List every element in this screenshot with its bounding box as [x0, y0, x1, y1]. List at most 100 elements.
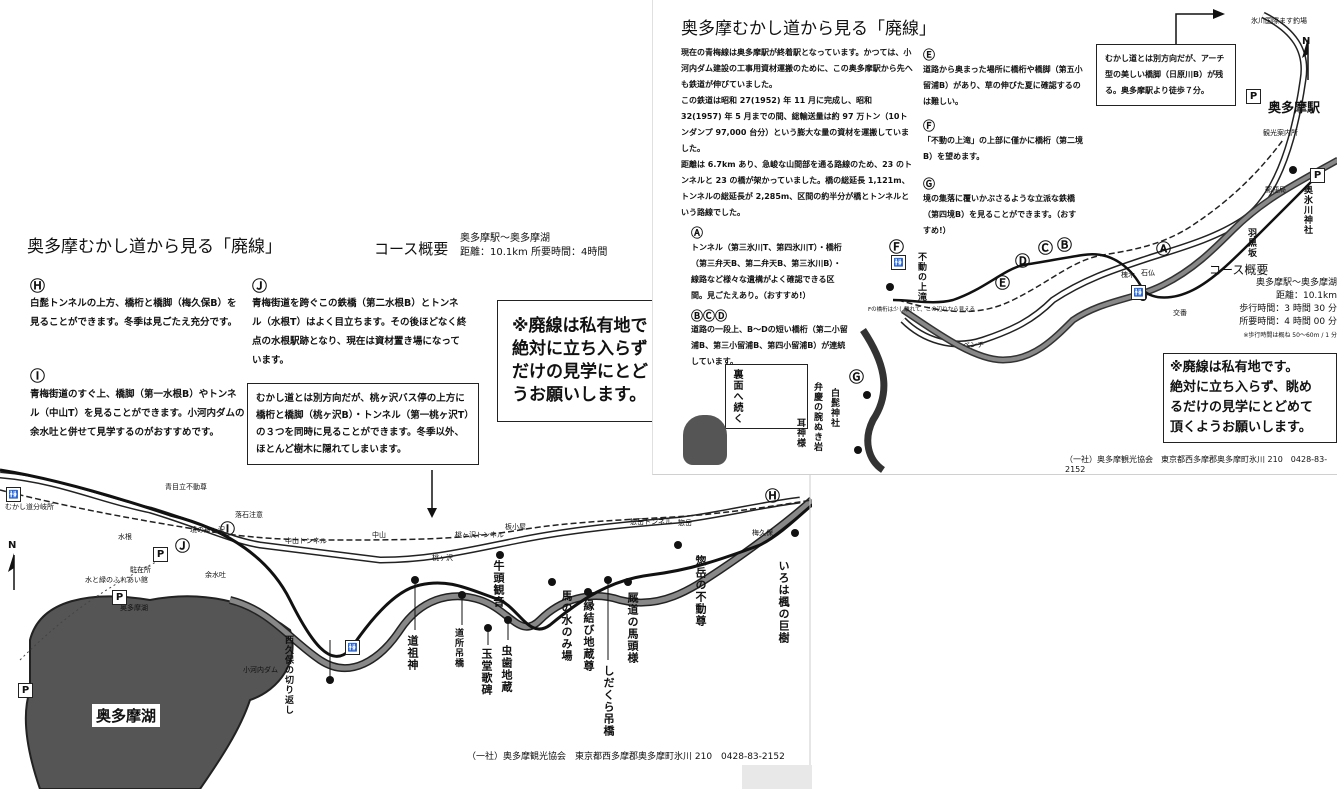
- spot-mushiba-jizo: 虫歯地蔵: [500, 645, 513, 693]
- right-total-time: 所要時間：4 時間 00 分: [1239, 317, 1337, 327]
- right-intro-1: 現在の青梅線は奥多摩駅が終着駅となっています。かつては、小河内ダム建設の工事用資…: [681, 48, 913, 89]
- label-chuzaisho: 駐在所: [130, 566, 151, 574]
- right-warning-line-2: 絶対に立ち入らず、眺め: [1170, 380, 1312, 395]
- spot-umaya-bato: 厩道の馬頭様: [626, 592, 639, 664]
- label-yosuibaki: 余水吐: [205, 571, 226, 579]
- lake-shape: [24, 595, 294, 789]
- marker-d: Ⓓ: [1015, 252, 1031, 270]
- marker-g: Ⓖ: [849, 368, 865, 386]
- marker-f: Ⓕ: [889, 238, 905, 256]
- shrine-label: 奥氷川神社: [1302, 185, 1312, 235]
- north-label: N: [8, 540, 17, 551]
- spot-soudake-fudo: 惣岳の不動尊: [694, 555, 707, 627]
- right-warning-line-1: ※廃線は私有地です。: [1170, 360, 1299, 375]
- spot-iroha-kaede: いろは楓の巨樹: [777, 560, 790, 644]
- left-title: 奥多摩むかし道から見る「廃線」: [27, 237, 282, 257]
- right-route: 奥多摩駅～奥多摩湖: [1255, 278, 1337, 288]
- spot-benkei-rock: 弁慶の腕ぬき岩: [812, 382, 822, 452]
- label-aome-fudo: 青目立不動尊: [165, 483, 207, 491]
- right-g-head: Ⓖ: [923, 177, 936, 191]
- marker-j: Ⓙ: [175, 537, 191, 555]
- right-intro-3: 距離は 6.7km あり、急峻な山間部を通る路線のため、23 のトンネルと 23…: [681, 160, 912, 217]
- right-bcd-head: ⒷⒸⒹ: [691, 309, 728, 323]
- left-course-info: 奥多摩駅～奥多摩湖 距離：10.1km 所要時間：4時間: [460, 232, 607, 260]
- right-map-panel: 奥多摩むかし道から見る「廃線」 現在の青梅線は奥多摩駅が終着駅となっています。か…: [652, 0, 1337, 475]
- left-h-text: 白髭トンネルの上方、橋桁と橋脚（梅久保B）を見ることができます。冬季は見ごたえ充…: [30, 298, 238, 328]
- left-course-label: コース概要: [374, 240, 449, 258]
- right-a-head: Ⓐ: [691, 226, 704, 240]
- left-j-head: Ⓙ: [252, 277, 268, 295]
- right-walk-time: 歩行時間：3 時間 30 分: [1239, 304, 1337, 314]
- spot-gyokudo-stone: 玉堂歌碑: [480, 648, 493, 696]
- left-warning-line-2: 絶対に立ち入らず: [512, 339, 648, 359]
- label-enjuki: 槐木: [1121, 271, 1135, 279]
- label-fureai-kan: 水と緑のふれあい館: [85, 576, 148, 584]
- left-j-text: 青梅街道を跨ぐこの鉄橋（第二水根B）とトンネル（水根T）はよく目立ちます。その後…: [252, 298, 467, 366]
- spot-dosojin: 道祖神: [406, 635, 419, 671]
- right-map-drawing: [854, 9, 1337, 473]
- mukashi-michi-trail: [0, 468, 812, 658]
- label-ogouchi-dam: 小河内ダム: [243, 666, 278, 674]
- right-intro: 現在の青梅線は奥多摩駅が終着駅となっています。かつては、小河内ダム建設の工事用資…: [681, 45, 913, 221]
- label-rakuseki: 落石注意: [235, 511, 263, 519]
- parking-icon: P: [153, 547, 168, 562]
- ura-text: 裏面へ続く: [731, 369, 742, 424]
- toilet-icon: 🚻: [6, 487, 21, 502]
- right-g-text: 境の集落に覆いかぶさるような立派な鉄橋（第四境B）を見ることができます。（おすす…: [923, 194, 1077, 235]
- right-f-head: Ⓕ: [923, 119, 936, 133]
- left-info-box: むかし道とは別方向だが、桃ヶ沢バス停の上方に橋桁と橋脚（桃ヶ沢B）・トンネル（第…: [247, 383, 479, 465]
- toilet-icon: 🚻: [891, 255, 906, 270]
- label-mizune: 水根: [118, 533, 132, 541]
- left-i-text: 青梅街道のすぐ上、橋脚（第一水根B）やトンネル（中山T）を見ることができます。小…: [30, 389, 245, 438]
- label-mukashimichi-junction: むかし道分岐所: [5, 503, 54, 511]
- left-h-head: Ⓗ: [30, 277, 46, 295]
- label-soudake-tunnel: 惣岳トンネル: [630, 518, 672, 526]
- right-info-box: むかし道とは別方向だが、アーチ型の美しい橋脚（日原川B）が残る。奥多摩駅より徒歩…: [1096, 44, 1236, 106]
- parking-icon: P: [1246, 89, 1261, 104]
- right-warning-box: ※廃線は私有地です。 絶対に立ち入らず、眺め るだけの見学にとどめて 頂くようお…: [1163, 353, 1337, 443]
- left-warning-line-1: ※廃線は私有地で: [512, 316, 648, 336]
- label-fishing: 氷川国際ます釣場: [1251, 17, 1307, 25]
- left-route: 奥多摩駅～奥多摩湖: [460, 233, 550, 244]
- label-sekibutsu: 石仏: [1141, 269, 1155, 277]
- right-intro-2: この鉄道は昭和 27(1952) 年 11 月に完成し、昭和 32(1957) …: [681, 96, 909, 153]
- left-footer: （一社）奥多摩観光協会 東京都西多摩郡奥多摩町氷川 210 0428-83-21…: [467, 752, 785, 762]
- fudo-note: Fの橋桁は少し離れて、この辺りから見える: [868, 307, 976, 313]
- right-warning-line-4: 頂くようお願いします。: [1170, 420, 1312, 435]
- left-distance: 距離：10.1km 所要時間：4時間: [460, 247, 608, 258]
- right-course-label: コース概要: [1209, 263, 1269, 277]
- toilet-icon: 🚻: [345, 640, 360, 655]
- left-map-drawing: [0, 0, 812, 789]
- marker-c: Ⓒ: [1038, 239, 1054, 257]
- label-nakayama-tunnel: 中山トンネル: [285, 537, 327, 545]
- left-warning-line-3: だけの見学にとど: [512, 362, 648, 382]
- marker-h: Ⓗ: [765, 487, 781, 505]
- right-e-text: 道路から奥まった場所に橋桁や橋脚（第五小留浦B）があり、草の伸びた夏に確認するの…: [923, 65, 1083, 106]
- haguro-label: 羽黒坂: [1246, 228, 1256, 258]
- right-footer: （一社）奥多摩観光協会 東京都西多摩郡奥多摩町氷川 210 0428-83-21…: [1065, 455, 1328, 474]
- spot-fudo-kamitaki: 不動の上滝: [916, 252, 926, 302]
- label-umekubo: 梅久保: [752, 529, 773, 537]
- station-label: 奥多摩駅: [1268, 101, 1321, 116]
- lake-label: 奥多摩湖: [92, 704, 161, 727]
- spot-shirahige-shrine: 白髭神社: [829, 388, 839, 428]
- label-momogasawa-tunnel: 桃ヶ沢トンネル: [455, 531, 504, 539]
- right-a-text: トンネル（第三氷川T、第四氷川T）・橋桁（第三弁天B、第二弁天B、第三氷川B）・…: [691, 243, 842, 300]
- label-okutama-lake-small: 奥多摩湖: [120, 604, 148, 612]
- label-nakayama: 中山: [372, 531, 386, 539]
- left-warning-line-4: うお願いします。: [512, 385, 647, 405]
- right-e-head: Ⓔ: [923, 48, 936, 62]
- spot-shidakura-bridge: しだくら吊橋: [602, 665, 615, 737]
- spot-uma-mizu: 馬の水のみ場: [560, 590, 573, 662]
- label-sakai-funagasawa: 境の舟ヶ沢: [190, 526, 225, 534]
- right-bcd-text: 道路の一段上、B～Dの短い橋桁（第二小留浦B、第三小留浦B、第四小留浦B）が連続…: [691, 325, 848, 366]
- spot-mimigami: 耳神様: [795, 418, 805, 448]
- spot-nishikubo: 西久保の切り返し: [283, 635, 293, 715]
- marker-e: Ⓔ: [995, 274, 1011, 292]
- spot-gozu-kannon: 牛頭観音: [492, 560, 505, 608]
- old-railway: [0, 489, 812, 541]
- parking-icon: P: [18, 683, 33, 698]
- mukashi-michi-trail-right: [892, 179, 1314, 304]
- label-momogasawa: 桃ヶ沢: [432, 554, 453, 562]
- ura-bubble: 裏面へ続く: [725, 364, 808, 429]
